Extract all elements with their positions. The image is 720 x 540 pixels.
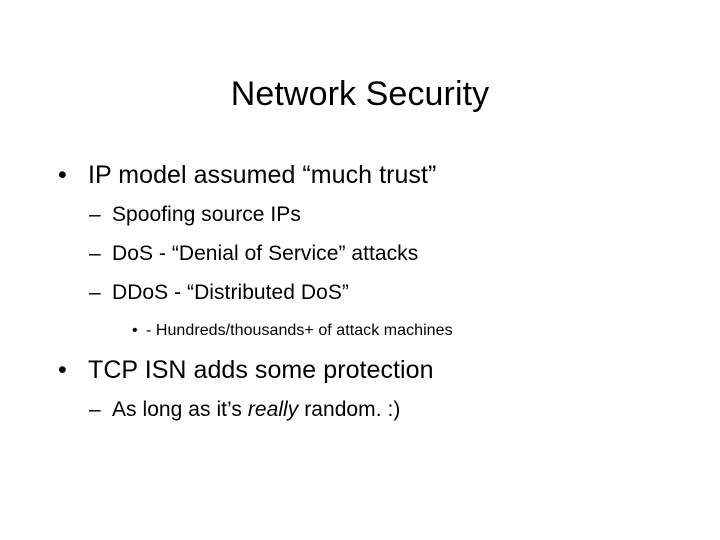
bullet-marker-dash-icon: – — [89, 242, 101, 265]
bullet-marker-dot-icon: • — [132, 322, 138, 339]
bullet-text: Spoofing source IPs — [112, 203, 301, 226]
bullet-marker-dash-icon: – — [89, 203, 101, 226]
bullet-item-level3: • - Hundreds/thousands+ of attack machin… — [0, 319, 720, 355]
bullet-text-segment-emphasis: really — [247, 398, 299, 421]
bullet-marker-dot-icon: • — [58, 161, 67, 189]
bullet-text: As long as it’s really random. :) — [112, 397, 400, 423]
bullet-item-level2: – DDoS - “Distributed DoS” — [0, 280, 720, 319]
bullet-marker-dash-icon: – — [89, 281, 101, 304]
bullet-text: - Hundreds/thousands+ of attack machines — [146, 322, 453, 339]
bullet-item-level2: – DoS - “Denial of Service” attacks — [0, 241, 720, 280]
bullet-item-level2: – As long as it’s really random. :) — [0, 397, 720, 436]
slide-title: Network Security — [230, 75, 490, 113]
bullet-text-segment-trailing: random. :) — [298, 398, 401, 421]
bullet-item-level2: – Spoofing source IPs — [0, 202, 720, 241]
bullet-text: DDoS - “Distributed DoS” — [112, 281, 349, 304]
bullet-marker-dot-icon: • — [58, 356, 67, 384]
bullet-text: DoS - “Denial of Service” attacks — [112, 242, 419, 265]
slide-body: • IP model assumed “much trust” – Spoofi… — [0, 160, 720, 436]
bullet-item-level1: • TCP ISN adds some protection — [0, 355, 720, 397]
bullet-item-level1: • IP model assumed “much trust” — [0, 160, 720, 202]
bullet-text-segment-plain: As long as it’s — [112, 398, 248, 421]
bullet-text: TCP ISN adds some protection — [88, 356, 434, 384]
bullet-marker-dash-icon: – — [89, 398, 101, 421]
bullet-text: IP model assumed “much trust” — [88, 161, 437, 189]
